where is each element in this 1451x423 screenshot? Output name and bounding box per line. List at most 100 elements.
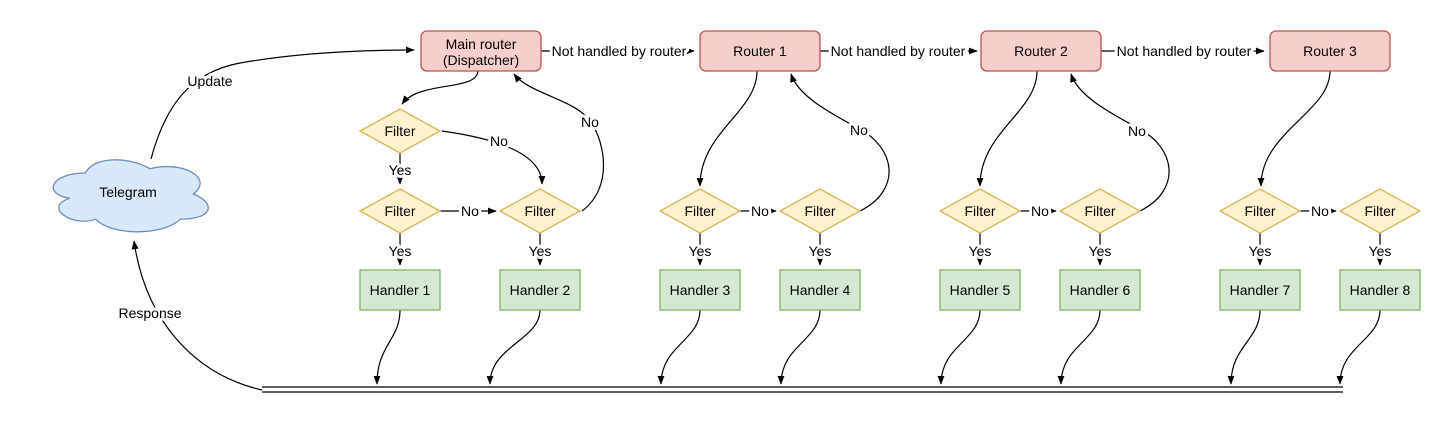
handler7-box xyxy=(1219,269,1301,311)
no-label: No xyxy=(461,203,479,219)
filter-diamond: Filter xyxy=(778,188,862,234)
edge-handler2-to-bus xyxy=(486,309,541,385)
handler-label: Handler 6 xyxy=(1070,282,1131,298)
filter-diamond: Filter xyxy=(498,188,582,234)
filter-label: Filter xyxy=(1244,203,1275,219)
router1-label: Router 1 xyxy=(733,43,787,59)
not-handled-label: Not handled by router xyxy=(552,43,687,59)
telegram-cloud-node xyxy=(52,159,209,233)
router2-box xyxy=(980,30,1102,72)
filter-shape xyxy=(358,188,442,234)
filter-shape xyxy=(778,188,862,234)
filter-label: Filter xyxy=(1084,203,1115,219)
filter-shape xyxy=(1218,188,1302,234)
edge-handler4-to-bus xyxy=(777,309,821,385)
edge-handler7-to-bus xyxy=(1227,309,1261,385)
edge-no-return-dispatcher xyxy=(513,73,604,212)
filter-diamond: Filter xyxy=(1218,188,1302,234)
handler8-box xyxy=(1339,269,1421,311)
cloud-label: Telegram xyxy=(99,184,157,200)
main-router-box xyxy=(420,30,542,72)
main-router-node: Main router (Dispatcher) xyxy=(420,30,542,72)
router2-node: Router 2 xyxy=(980,30,1102,72)
filter-label: Filter xyxy=(684,203,715,219)
handler6-node: Handler 6 xyxy=(1059,269,1141,311)
filter-label: Filter xyxy=(804,203,835,219)
edge-handler5-to-bus xyxy=(937,309,981,385)
handler4-node: Handler 4 xyxy=(779,269,861,311)
no-label: No xyxy=(850,122,868,138)
edge-no-return-router2 xyxy=(1070,73,1170,212)
edge-response xyxy=(131,240,263,391)
router3-node: Router 3 xyxy=(1269,30,1391,72)
yes-label: Yes xyxy=(969,243,992,259)
no-label: No xyxy=(751,203,769,219)
handler3-box xyxy=(659,269,741,311)
edge-update xyxy=(150,46,415,160)
yes-label: Yes xyxy=(689,243,712,259)
router3-label: Router 3 xyxy=(1303,43,1357,59)
filter-label: Filter xyxy=(384,123,415,139)
handler1-box xyxy=(359,269,441,311)
filter-shape xyxy=(1338,188,1422,234)
yes-label: Yes xyxy=(529,243,552,259)
handler6-box xyxy=(1059,269,1141,311)
handler7-node: Handler 7 xyxy=(1219,269,1301,311)
filter-label: Filter xyxy=(384,203,415,219)
handler-label: Handler 8 xyxy=(1350,282,1411,298)
handler1-node: Handler 1 xyxy=(359,269,441,311)
filter-shape xyxy=(1058,188,1142,234)
update-label: Update xyxy=(187,73,232,89)
cloud-shape xyxy=(52,159,209,233)
handler5-box xyxy=(939,269,1021,311)
filter-label: Filter xyxy=(964,203,995,219)
edge-handler6-to-bus xyxy=(1057,309,1101,385)
filter-label: Filter xyxy=(524,203,555,219)
handler-label: Handler 4 xyxy=(790,282,851,298)
edge-handler8-to-bus xyxy=(1336,309,1381,385)
yes-label: Yes xyxy=(1089,243,1112,259)
filter-shape xyxy=(498,188,582,234)
not-handled-label: Not handled by router xyxy=(831,43,966,59)
main-router-label-line2: (Dispatcher) xyxy=(443,52,519,68)
response-bus-line xyxy=(262,386,1343,393)
handler8-node: Handler 8 xyxy=(1339,269,1421,311)
filter-shape xyxy=(938,188,1022,234)
edge-router1-to-filter xyxy=(696,70,758,187)
handler-label: Handler 1 xyxy=(370,282,431,298)
filter-diamond: Filter xyxy=(1058,188,1142,234)
yes-label: Yes xyxy=(809,243,832,259)
handler3-node: Handler 3 xyxy=(659,269,741,311)
not-handled-label: Not handled by router xyxy=(1117,43,1252,59)
edge-no-return-router1 xyxy=(790,73,890,212)
yes-label: Yes xyxy=(389,243,412,259)
filter-diamond: Filter xyxy=(1338,188,1422,234)
filter-diamond: Filter xyxy=(358,108,442,154)
filter-shape xyxy=(358,108,442,154)
filter-shape xyxy=(658,188,742,234)
no-label: No xyxy=(490,133,508,149)
filter-diamond: Filter xyxy=(658,188,742,234)
response-label: Response xyxy=(118,305,181,321)
handler2-node: Handler 2 xyxy=(499,269,581,311)
filter-diamond: Filter xyxy=(358,188,442,234)
handler-label: Handler 7 xyxy=(1230,282,1291,298)
filter-label: Filter xyxy=(1364,203,1395,219)
edge-handler1-to-bus xyxy=(373,309,401,385)
yes-label: Yes xyxy=(1249,243,1272,259)
yes-label: Yes xyxy=(1369,243,1392,259)
filter-diamond: Filter xyxy=(938,188,1022,234)
no-label: No xyxy=(1311,203,1329,219)
router3-box xyxy=(1269,30,1391,72)
handler-label: Handler 2 xyxy=(510,282,571,298)
handler2-box xyxy=(499,269,581,311)
no-label: No xyxy=(1128,123,1146,139)
edge-no-branch xyxy=(441,130,546,185)
handler-label: Handler 5 xyxy=(950,282,1011,298)
edge-router2-to-filter xyxy=(976,70,1038,187)
no-label: No xyxy=(1031,203,1049,219)
router1-box xyxy=(699,30,821,72)
main-router-label-line1: Main router xyxy=(446,36,517,52)
